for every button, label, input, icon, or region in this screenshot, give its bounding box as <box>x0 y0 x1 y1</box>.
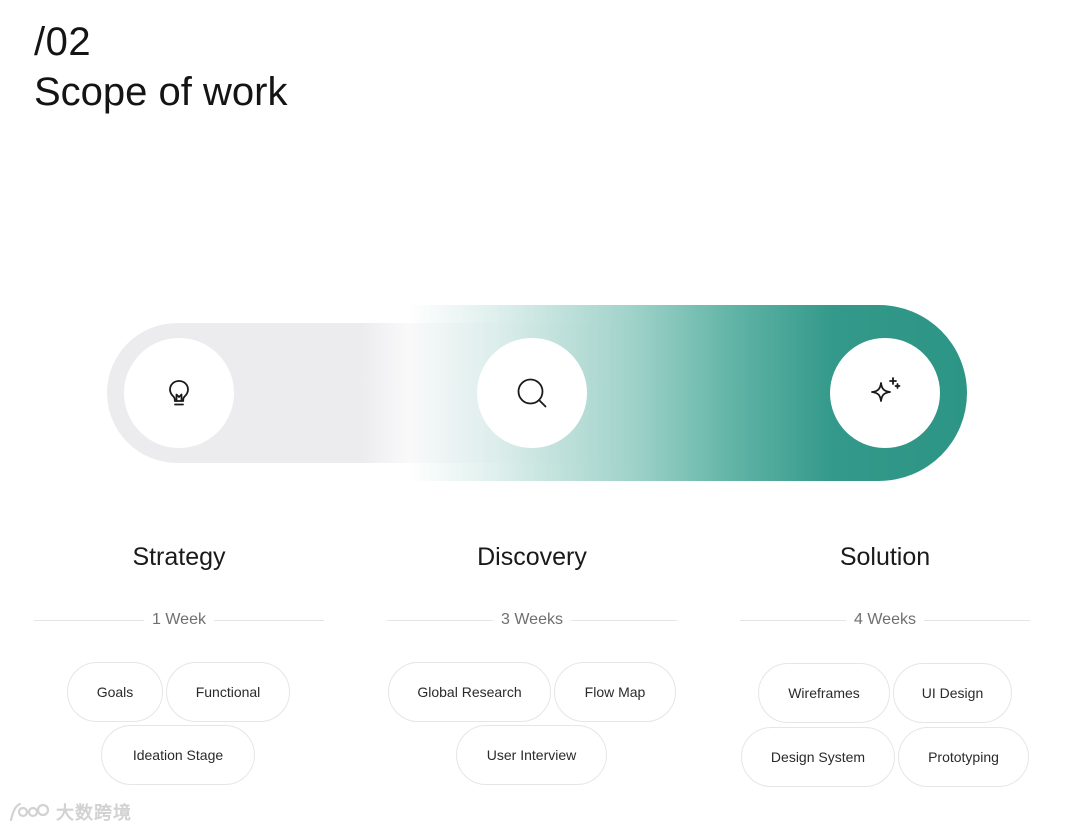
page-title: Scope of work <box>34 70 288 114</box>
watermark: 大数跨境 <box>8 798 132 826</box>
watermark-text: 大数跨境 <box>56 803 132 823</box>
tag-global-research: Global Research <box>388 662 551 722</box>
stage-duration: 3 Weeks <box>493 611 571 629</box>
tag-functional: Functional <box>166 662 290 722</box>
tag-ui-design: UI Design <box>893 663 1012 723</box>
sparkle-icon <box>871 377 901 402</box>
section-number: /02 <box>34 20 92 64</box>
tag-prototyping: Prototyping <box>898 727 1029 787</box>
ebs-logo-icon <box>9 802 50 822</box>
discovery-stage-icon-circle <box>477 338 587 448</box>
tag-user-interview: User Interview <box>456 725 607 785</box>
stage-name: Strategy <box>132 543 226 571</box>
stage-strategy: Strategy 1 Week <box>34 535 324 631</box>
strategy-stage-icon-circle <box>124 338 234 448</box>
stage-solution: Solution 4 Weeks <box>740 535 1030 631</box>
stage-duration: 4 Weeks <box>846 611 924 629</box>
duration-row: 4 Weeks <box>740 609 1030 631</box>
stage-discovery: Discovery 3 Weeks <box>387 535 677 631</box>
stage-name: Solution <box>839 543 931 571</box>
stage-name: Discovery <box>477 543 587 571</box>
search-icon <box>517 378 547 408</box>
tag-wireframes: Wireframes <box>758 663 890 723</box>
lightbulb-icon <box>169 380 189 406</box>
duration-row: 1 Week <box>34 609 324 631</box>
stage-duration: 1 Week <box>144 611 214 629</box>
tag-goals: Goals <box>67 662 163 722</box>
tag-ideation-stage: Ideation Stage <box>101 725 255 785</box>
tag-design-system: Design System <box>741 727 895 787</box>
duration-row: 3 Weeks <box>387 609 677 631</box>
solution-stage-icon-circle <box>830 338 940 448</box>
tag-flow-map: Flow Map <box>554 662 676 722</box>
